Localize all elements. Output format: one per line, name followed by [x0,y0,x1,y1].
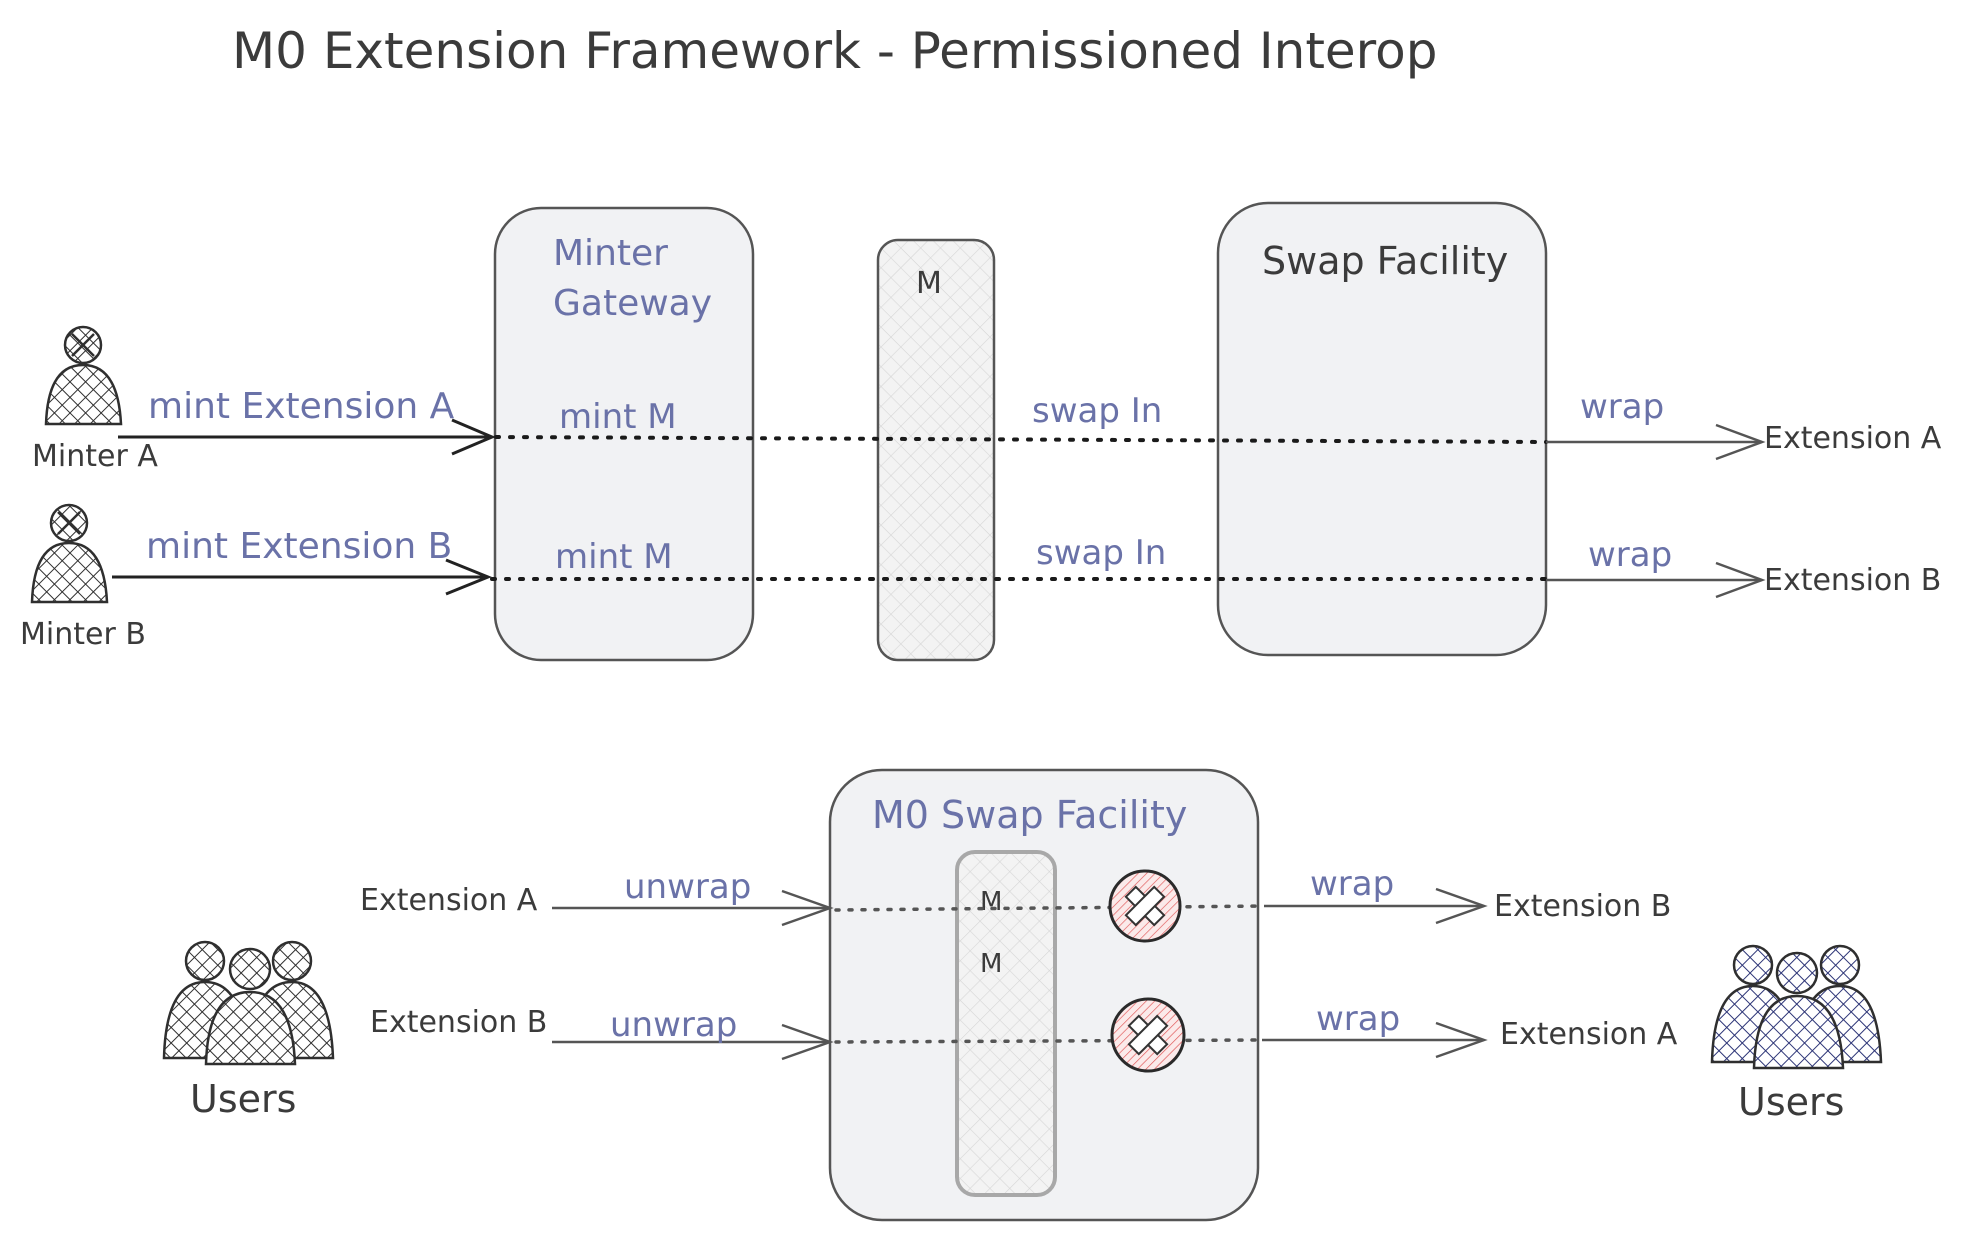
wrap-b-bottom-arrow-icon [1262,1021,1488,1059]
minter-b-action-label: mint Extension B [146,526,452,567]
users-left-label: Users [190,1077,296,1121]
swap-in-b-label: swap In [1036,533,1166,573]
blocked-a-icon [1108,869,1182,943]
swap-facility-label: Swap Facility [1262,239,1508,283]
swap-in-a-label: swap In [1032,391,1162,431]
output-b-label: Extension B [1764,563,1941,598]
unwrap-b-arrow-icon [552,1023,834,1061]
users-right-label: Users [1738,1080,1844,1124]
diagram-title: M0 Extension Framework - Permissioned In… [232,22,1437,80]
output-b-arrow-icon [1546,561,1766,599]
m-reserve-label-2: M [980,949,1002,979]
minter-a-label: Minter A [32,439,158,474]
gateway-action-a: mint M [559,397,677,437]
m-token-bar [876,238,996,662]
minter-b-label: Minter B [20,617,146,652]
users-left-icon [162,940,335,1066]
m0-swap-facility-label: M0 Swap Facility [872,793,1187,837]
swap-facility-box [1216,201,1548,657]
output-a-label: Extension A [1764,421,1942,456]
minter-gateway-label-line1: Minter [553,233,668,274]
bottom-input-b-label: Extension B [370,1005,547,1040]
wrap-a-bottom-label: wrap [1310,864,1394,904]
m-token-label: M [916,266,942,301]
unwrap-a-arrow-icon [552,889,834,927]
gateway-action-b: mint M [555,537,673,577]
output-a-arrow-icon [1546,423,1766,461]
users-right-icon [1710,944,1883,1070]
bottom-row-2-dotted-flow [834,1038,1264,1044]
wrap-b-label: wrap [1588,535,1672,575]
bottom-input-a-label: Extension A [360,883,538,918]
bottom-output-a-label: Extension B [1494,889,1671,924]
minter-gateway-label-line2: Gateway [553,283,712,324]
wrap-a-bottom-arrow-icon [1264,887,1488,925]
minter-b-arrow-icon [112,558,492,596]
minter-a-arrow-icon [118,418,496,456]
blocked-b-icon [1110,997,1186,1073]
wrap-b-bottom-label: wrap [1316,999,1400,1039]
minter-b-person-icon [30,503,109,604]
wrap-a-label: wrap [1580,387,1664,427]
unwrap-a-label: unwrap [624,867,751,907]
bottom-output-b-label: Extension A [1500,1017,1678,1052]
unwrap-b-label: unwrap [610,1005,737,1045]
minter-gateway-box [493,206,755,662]
m-reserve-bar [955,850,1057,1197]
minter-a-action-label: mint Extension A [148,386,455,427]
minter-a-person-icon [44,325,123,426]
m-reserve-label-1: M [980,887,1002,917]
